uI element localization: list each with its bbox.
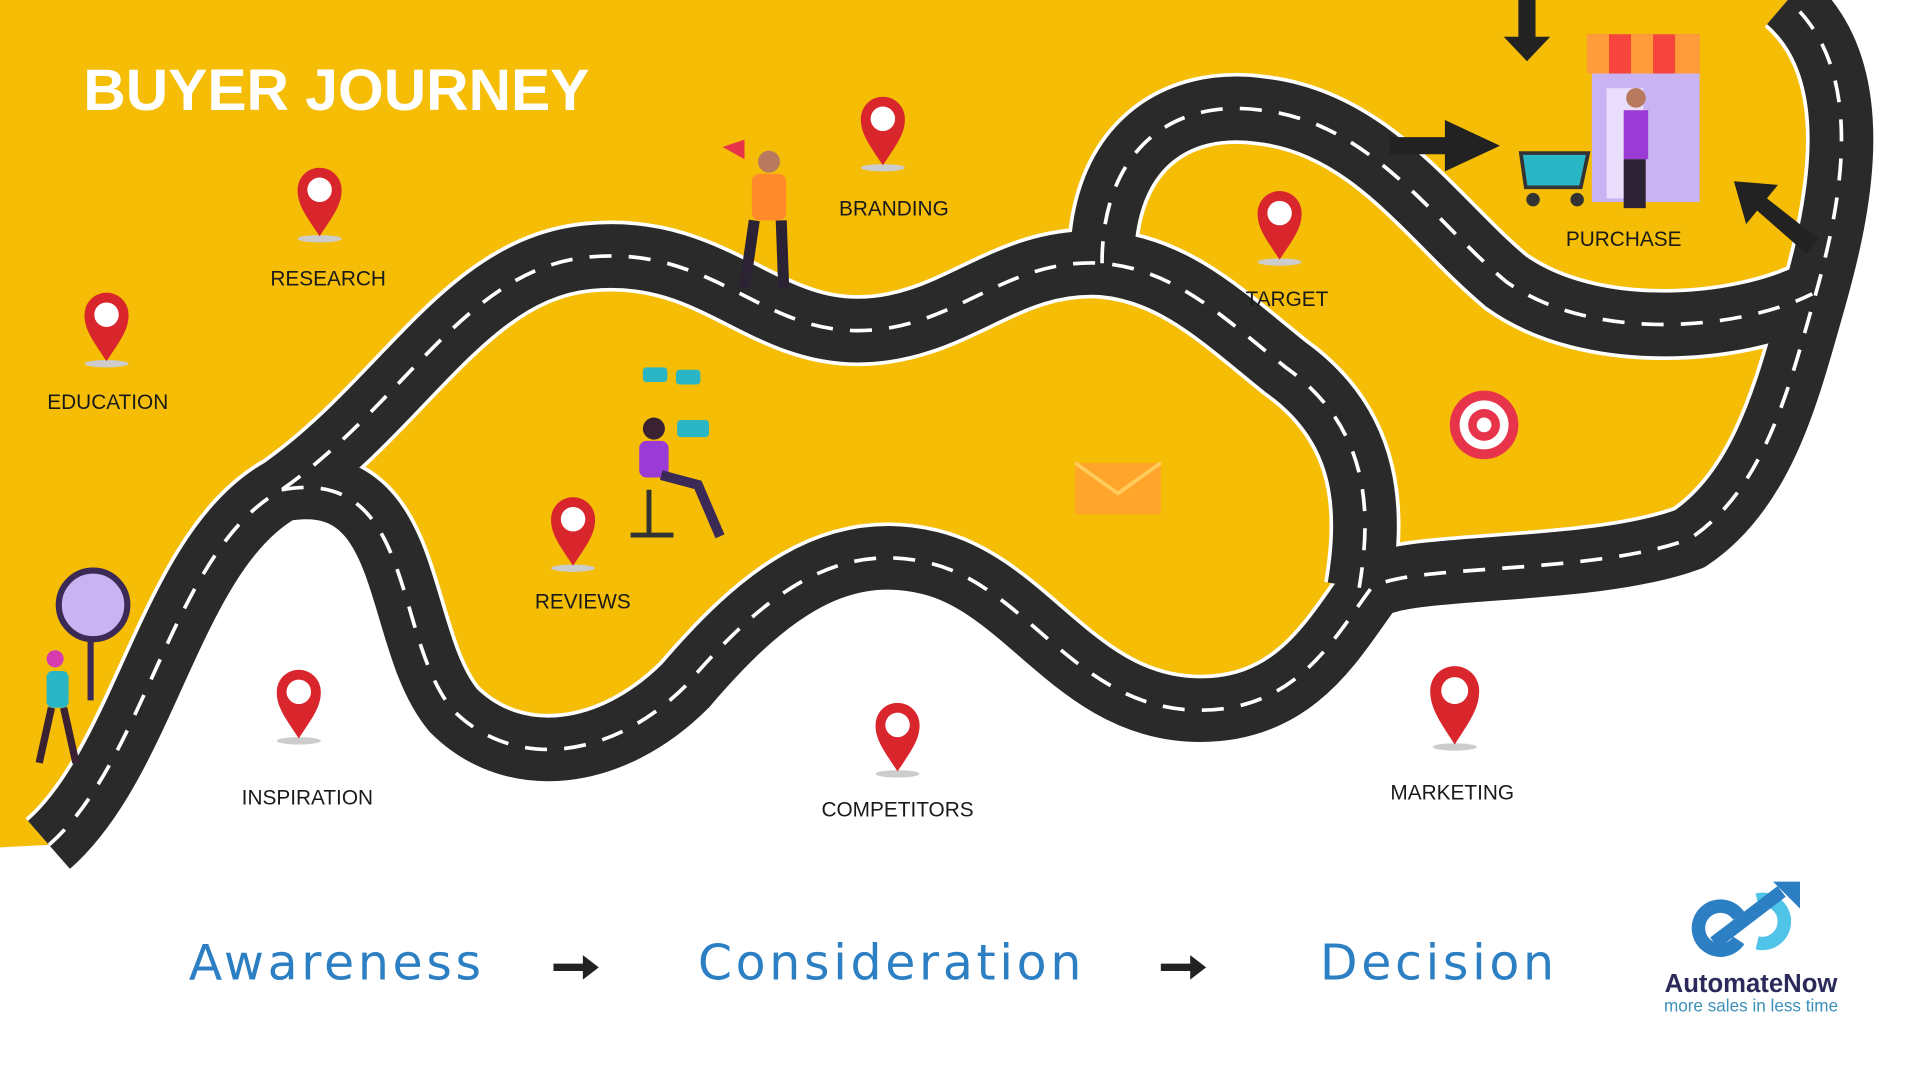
milestone-label: BRANDING xyxy=(839,198,949,221)
arrow-icon xyxy=(1389,0,1819,254)
stage-consideration: Consideration xyxy=(698,935,1085,992)
milestone-label: PURCHASE xyxy=(1566,228,1682,251)
arrow-right-icon xyxy=(553,955,1207,980)
shopping-cart-icon xyxy=(1518,151,1591,207)
stage-awareness: Awareness xyxy=(189,935,485,992)
milestone-label: TARGET xyxy=(1246,288,1329,311)
milestone-label: EDUCATION xyxy=(47,391,168,414)
yellow-background xyxy=(0,0,1853,848)
brand-tagline: more sales in less time xyxy=(1664,995,1838,1015)
brand-name: AutomateNow xyxy=(1665,970,1839,998)
map-pin-icon xyxy=(875,702,920,778)
map-pin-icon xyxy=(1257,191,1302,266)
map-pin-icon xyxy=(276,669,321,745)
stage-decision: Decision xyxy=(1320,935,1558,992)
page-title: BUYER JOURNEY xyxy=(83,58,589,123)
target-icon xyxy=(1449,390,1519,460)
milestone-label: INSPIRATION xyxy=(242,786,373,809)
automatenow-logo: AutomateNow more sales in less time xyxy=(1664,881,1839,1015)
road xyxy=(49,0,1841,845)
map-pin-icon xyxy=(1430,666,1480,751)
milestone-label: RESEARCH xyxy=(270,267,386,290)
map-pin-icon xyxy=(84,292,129,368)
person-magnifier-illustration xyxy=(35,567,131,764)
map-pin-icon xyxy=(551,497,596,572)
person-megaphone-illustration xyxy=(722,139,790,289)
milestone-label: REVIEWS xyxy=(535,591,631,614)
person-laptop-illustration xyxy=(630,367,725,539)
milestone-label: COMPETITORS xyxy=(821,799,973,822)
envelope-icon xyxy=(1074,461,1162,515)
store-icon xyxy=(1586,34,1700,209)
milestone-label: MARKETING xyxy=(1390,782,1514,805)
map-pin-icon xyxy=(860,96,905,172)
pins xyxy=(84,96,1480,778)
map-pin-icon xyxy=(297,167,342,243)
